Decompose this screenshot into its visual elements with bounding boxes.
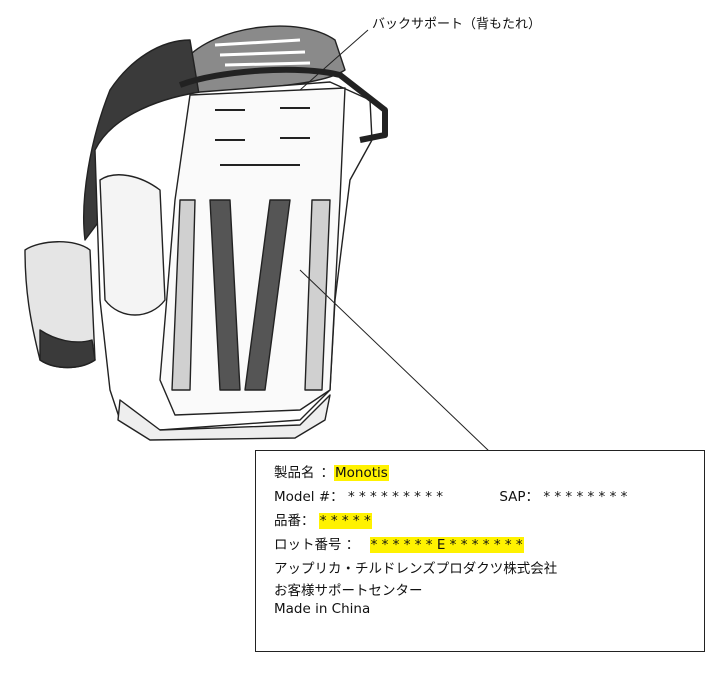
label-origin: Made in China <box>274 601 371 617</box>
inner-wing <box>99 174 166 316</box>
product-name-value: Monotis <box>334 465 389 481</box>
label-model-row: Model #： * * * * * * * * * SAP： * * * * … <box>274 485 627 505</box>
back-support-callout: バックサポート（背もたれ） <box>372 17 542 32</box>
product-name-key: 製品名 <box>274 465 315 481</box>
label-support-center: お客様サポートセンター <box>274 583 423 599</box>
harness-belt-left <box>209 199 241 391</box>
side-channel-right <box>304 199 331 391</box>
product-name-sep: ： <box>320 465 335 481</box>
lot-no-key: ロット番号 ： <box>274 537 360 553</box>
rear-panel <box>159 87 346 416</box>
label-product-name: 製品名 ：Monotis <box>274 461 389 481</box>
model-key: Model #： <box>274 489 344 505</box>
sap-key: SAP： <box>499 489 540 505</box>
part-no-key: 品番： <box>274 513 315 529</box>
part-no-value: * * * * * <box>318 513 372 529</box>
label-company: アップリカ・チルドレンズプロダクツ株式会社 <box>274 561 558 577</box>
callout-leader-back-support <box>299 29 369 91</box>
label-part-no: 品番： * * * * * <box>274 509 372 529</box>
model-value: * * * * * * * * * <box>347 489 444 505</box>
side-channel-left <box>171 199 196 391</box>
product-label: 製品名 ：Monotis Model #： * * * * * * * * * S… <box>255 450 705 652</box>
harness-belt-right <box>244 199 291 391</box>
seat-base <box>117 394 331 441</box>
carry-strap <box>178 66 388 143</box>
back-support-vents <box>214 38 311 67</box>
label-lot-no: ロット番号 ： * * * * * * E * * * * * * * <box>274 533 524 553</box>
sap-value: * * * * * * * * <box>543 489 628 505</box>
callout-leader-label <box>299 269 491 453</box>
lot-no-value: * * * * * * E * * * * * * * <box>369 537 524 553</box>
